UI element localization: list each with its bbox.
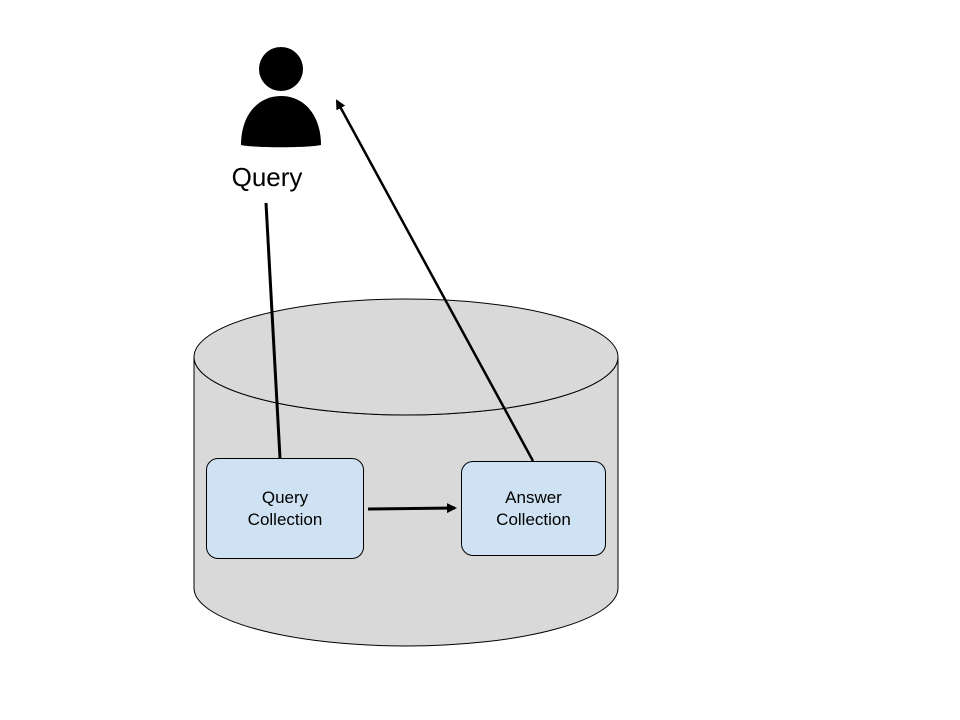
answer-collection-line2: Collection bbox=[496, 509, 571, 529]
query-collection-line2: Collection bbox=[247, 509, 323, 529]
answer-collection-node: Answer Collection bbox=[461, 461, 606, 556]
query-collection-node: Query Collection bbox=[206, 458, 364, 559]
answer-to-user-arrow bbox=[335, 99, 535, 462]
query-to-collection-line bbox=[264, 202, 282, 459]
query-to-answer-arrow bbox=[367, 503, 457, 514]
database-cylinder-icon bbox=[193, 298, 619, 647]
cylinder-top bbox=[193, 298, 619, 416]
query-collection-label: Query Collection bbox=[248, 487, 323, 531]
person-head bbox=[259, 47, 303, 91]
person-icon bbox=[241, 47, 321, 148]
answer-collection-line1: Answer bbox=[505, 487, 562, 507]
answer-collection-label: Answer Collection bbox=[496, 487, 571, 531]
person-body bbox=[241, 96, 321, 148]
query-collection-line1: Query bbox=[261, 487, 309, 507]
user-label: Query bbox=[231, 162, 303, 192]
